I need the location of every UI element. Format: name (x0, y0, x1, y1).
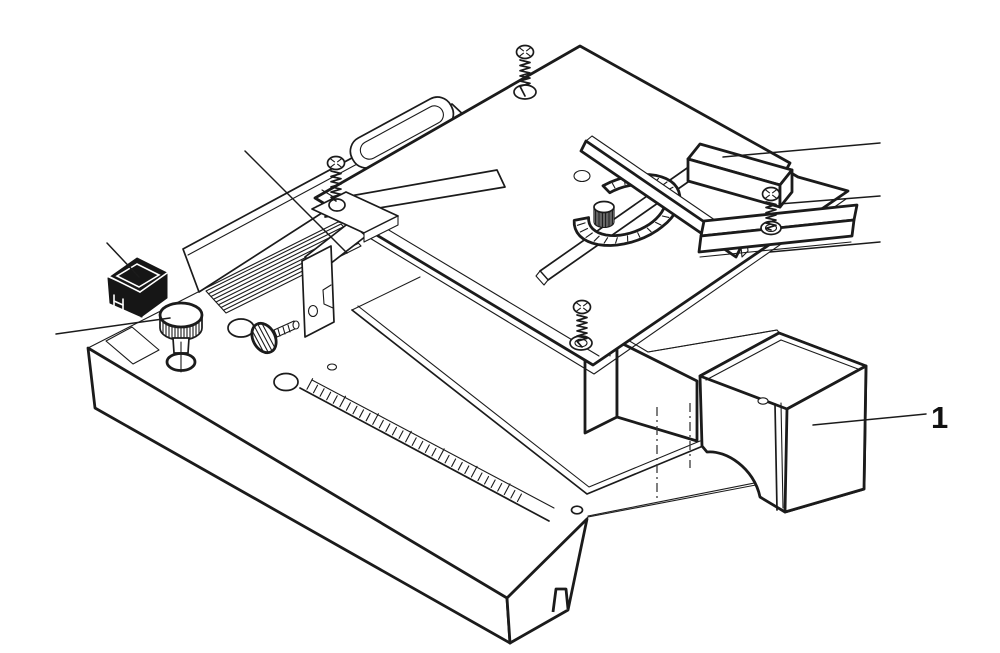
rip-fence-end (778, 168, 794, 209)
wing-front (697, 218, 856, 254)
switch-latch-mark (113, 294, 124, 314)
knob-top (158, 301, 204, 329)
base-right-face (505, 517, 589, 645)
cover-box (656, 331, 868, 514)
ruler-scale (306, 378, 523, 503)
screw-left (326, 155, 346, 202)
center-lines (656, 403, 691, 500)
power-switch (107, 257, 168, 318)
leader-switch (106, 242, 140, 278)
boss-hole (227, 318, 255, 338)
ruler-rail-inner (311, 379, 555, 509)
plate-thickness (316, 198, 847, 375)
rip-fence (686, 142, 794, 209)
miter-knob (593, 200, 615, 229)
recess-border-outer (351, 309, 704, 495)
leader-knob (55, 317, 171, 335)
cover-arc-cutout (706, 451, 761, 498)
mounting-screws (326, 44, 781, 348)
carry-handle-cutout (349, 96, 455, 169)
extension-wing (697, 203, 859, 258)
recess-border-left (351, 276, 421, 311)
screw-bottom (572, 299, 592, 348)
recess-border-inner (357, 305, 701, 488)
base-housing (86, 96, 861, 645)
thumb-screw (250, 320, 300, 355)
label-recess (105, 326, 160, 365)
pivot-hole (573, 169, 591, 183)
rail-hole (570, 505, 584, 515)
callouts: 1 (55, 142, 948, 435)
thumb-screw-shaft (273, 320, 300, 338)
callout-label-1: 1 (931, 400, 948, 435)
screw-hole-top (513, 84, 537, 100)
cover-front-face (783, 364, 868, 514)
cover-hole (757, 397, 769, 405)
miter-bar-end (535, 270, 549, 286)
screw-right (761, 186, 781, 231)
screw-top (515, 44, 535, 97)
leader-cover (812, 413, 927, 426)
leader-rip-fence (722, 142, 881, 158)
bracket-plate-hole (328, 198, 346, 212)
leader-bracket (244, 150, 348, 254)
deck-right-edge (587, 477, 781, 517)
leader-wing (769, 241, 881, 253)
base-notch (551, 587, 570, 613)
deck-hole (273, 372, 299, 392)
bracket-hole (307, 304, 319, 318)
bracket-post (301, 245, 335, 338)
deck-rear-edge (647, 329, 778, 353)
leader-wing-screw (778, 195, 881, 205)
ruler-rail-outer (299, 387, 550, 522)
cover-open-edge (774, 403, 778, 511)
mounting-bracket (301, 191, 399, 338)
deck-pin-hole (326, 363, 338, 371)
lock-knob (158, 301, 204, 373)
